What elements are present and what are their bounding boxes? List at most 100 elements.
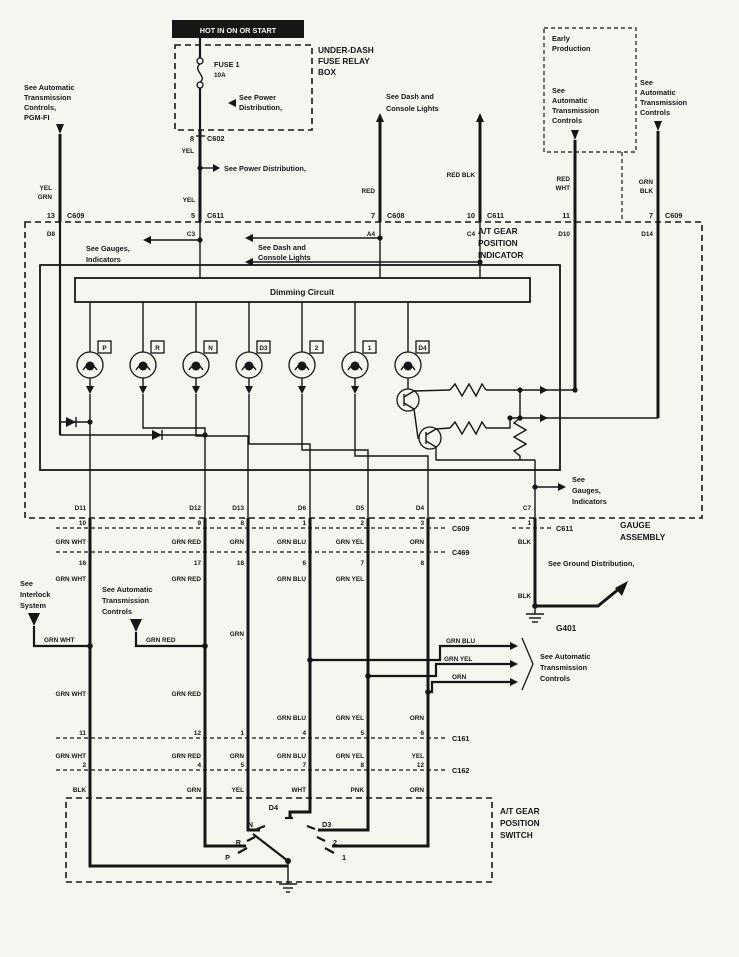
entry-c3: C3 bbox=[187, 231, 196, 238]
see-dash-inner-1: See Dash and bbox=[258, 243, 306, 252]
c161-label: C161 bbox=[452, 734, 469, 743]
wire-colors-row3: GRN WHT GRN RED bbox=[55, 691, 201, 698]
interlock-3: System bbox=[20, 601, 46, 610]
offpage-arrow-icon bbox=[56, 124, 64, 134]
wire-color: GRN BLU bbox=[277, 576, 306, 583]
offpage-arrow-icon bbox=[28, 613, 40, 626]
up-arrow-icon bbox=[376, 113, 384, 122]
see-power-box-2: Distribution, bbox=[239, 103, 282, 112]
c161-pin: 11 bbox=[79, 730, 86, 737]
contact-label-N: N bbox=[248, 820, 253, 829]
at-mid-line3: Transmission bbox=[552, 106, 599, 115]
dimming-circuit-label: Dimming Circuit bbox=[270, 287, 334, 297]
at-controls-right: See Automatic Transmission Controls GRN … bbox=[639, 78, 687, 222]
see-power-box-1: See Power bbox=[239, 93, 276, 102]
down-arrow-icon bbox=[139, 386, 147, 394]
contact-label-D4: D4 bbox=[269, 803, 279, 812]
wire-color: BLK bbox=[73, 787, 87, 794]
atc-left-1: See Automatic bbox=[102, 585, 152, 594]
transistor-icon bbox=[418, 426, 442, 450]
see-gauges-left-2: Indicators bbox=[86, 255, 121, 264]
c161-pin: 1 bbox=[240, 730, 244, 737]
wire-color-red: RED bbox=[362, 188, 376, 195]
underdash-line3: BOX bbox=[318, 67, 336, 77]
top-connector-row: 13 C609 5 C611 7 C608 10 C611 11 7 C609 bbox=[47, 211, 683, 220]
lamp-label-D3: D3 bbox=[259, 345, 268, 352]
bulb-icon bbox=[85, 361, 95, 371]
switch-title-3: SWITCH bbox=[500, 830, 533, 840]
c469-pin: 8 bbox=[420, 560, 424, 567]
wire-color-redwht-1: RED bbox=[557, 176, 571, 183]
wire-color-grnblk-1: GRN bbox=[639, 179, 654, 186]
atc-right-1: See Automatic bbox=[540, 652, 590, 661]
c162-pin: 12 bbox=[417, 762, 425, 769]
wire-color: GRN RED bbox=[172, 539, 202, 546]
contact-N bbox=[256, 824, 266, 831]
wire-colors-row1: GRN WHT GRN RED GRN GRN BLU GRN YEL ORN bbox=[55, 539, 424, 546]
connector-c611-ground: 1 C611 BLK bbox=[512, 520, 573, 546]
see-power-arrow-icon bbox=[228, 99, 236, 107]
see-gauges-right-2: Gauges, bbox=[572, 486, 601, 495]
down-arrow-icon bbox=[298, 386, 306, 394]
contact-2 bbox=[316, 836, 326, 842]
c469-pin: 18 bbox=[237, 560, 245, 567]
at-mid-line2: Automatic bbox=[552, 96, 588, 105]
bulb-icon bbox=[138, 361, 148, 371]
lamp-N: N bbox=[182, 302, 249, 518]
c161-pin: 12 bbox=[194, 730, 202, 737]
wire-color-grnred-branch: GRN RED bbox=[146, 637, 176, 644]
stub-color: GRN BLU bbox=[446, 638, 475, 645]
wire-color-yelgrn-1: YEL bbox=[40, 185, 53, 192]
atc-right-2: Transmission bbox=[540, 663, 587, 672]
contact-R bbox=[246, 836, 256, 842]
ground-offpage-arrow-icon bbox=[615, 581, 628, 596]
gauge-assembly-label-1: GAUGE bbox=[620, 520, 651, 530]
switch-title-1: A/T GEAR bbox=[500, 806, 540, 816]
c162-label: C162 bbox=[452, 766, 469, 775]
conn-c611-b: C611 bbox=[487, 211, 504, 220]
c609-pin: 10 bbox=[79, 520, 87, 527]
at-mid-line4: Controls bbox=[552, 116, 582, 125]
early-line2: Production bbox=[552, 44, 591, 53]
dash-lights-line2: Console Lights bbox=[386, 104, 439, 113]
wire-color: GRN RED bbox=[172, 576, 202, 583]
dpin-d12: D12 bbox=[189, 505, 201, 512]
wire-color: GRN RED bbox=[172, 691, 202, 698]
entry-d10: D10 bbox=[558, 231, 570, 238]
c162-pin: 7 bbox=[302, 762, 306, 769]
wire-color: GRN BLU bbox=[277, 539, 306, 546]
c609-pin: 9 bbox=[197, 520, 201, 527]
stub-color: ORN bbox=[452, 674, 467, 681]
pin-11: 11 bbox=[562, 211, 570, 220]
ground-branch: See Ground Distribution, BLK G401 bbox=[518, 559, 635, 633]
c609-pin: 8 bbox=[240, 520, 244, 527]
c602-name: C602 bbox=[207, 134, 224, 143]
c611-label: C611 bbox=[556, 524, 573, 533]
gauge-assembly-label-2: ASSEMBLY bbox=[620, 532, 666, 542]
bulb-icon bbox=[297, 361, 307, 371]
indicator-circuit-box bbox=[39, 264, 561, 471]
lamp-D4: D4 bbox=[394, 302, 430, 389]
pin-7b: 7 bbox=[649, 211, 653, 220]
lamp-2: 2 bbox=[288, 302, 369, 518]
contact-label-P: P bbox=[225, 853, 230, 862]
rotary-switch: P R N D4 D3 2 1 bbox=[225, 803, 346, 893]
down-arrow-icon bbox=[245, 386, 253, 394]
interlock-1: See bbox=[20, 579, 33, 588]
lamp-D3: D3 bbox=[235, 302, 311, 518]
see-dash-inner-2: Console Lights bbox=[258, 253, 311, 262]
c162-pin: 8 bbox=[360, 762, 364, 769]
dpin-d6: D6 bbox=[298, 505, 307, 512]
lamp-label-2: 2 bbox=[315, 345, 319, 352]
early-line1: Early bbox=[552, 34, 571, 43]
see-power-line: See Power Distribution, bbox=[224, 164, 306, 173]
diode-icon bbox=[66, 417, 76, 427]
see-dash-inner: See Dash and Console Lights bbox=[245, 234, 483, 266]
at-right-line1: See bbox=[640, 78, 653, 87]
bulb-icon bbox=[244, 361, 254, 371]
rotor-arm bbox=[252, 833, 289, 862]
c469-pin: 7 bbox=[360, 560, 364, 567]
dpin-d11: D11 bbox=[75, 505, 87, 512]
connector-c609: C609 10 9 8 1 2 3 bbox=[56, 520, 469, 533]
gauge-assembly-outline bbox=[24, 221, 703, 519]
